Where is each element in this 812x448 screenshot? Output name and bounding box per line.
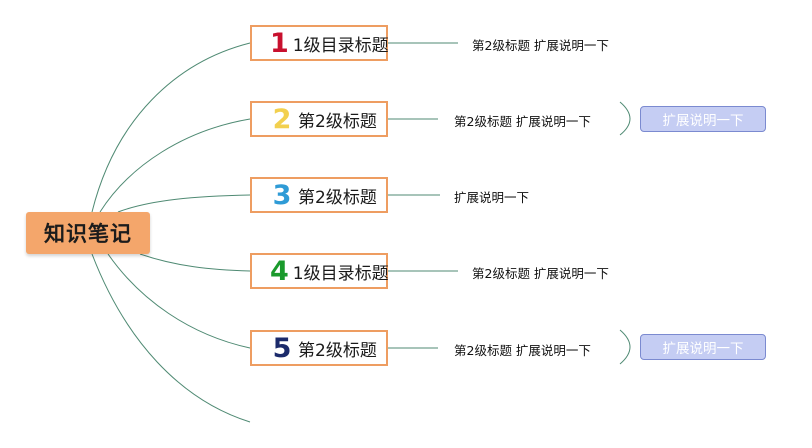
node-4[interactable]: 4 1级目录标题 (250, 253, 389, 289)
node-desc-1: 第2级标题 扩展说明一下 (472, 38, 609, 53)
node-title-1: 1级目录标题 (292, 35, 389, 56)
badge-bracket-5 (619, 329, 631, 365)
node-number-5: 5 (272, 332, 292, 364)
node-desc-5: 第2级标题 扩展说明一下 (454, 343, 591, 358)
node-title-2: 第2级标题 (298, 111, 377, 132)
node-number-1: 1 (270, 27, 289, 59)
node-badge-5[interactable]: 扩展说明一下 (640, 334, 766, 360)
node-number-2: 2 (272, 103, 292, 135)
node-title-3: 第2级标题 (298, 187, 377, 208)
node-number-3: 3 (272, 179, 292, 211)
branch-line-6 (91, 253, 251, 423)
node-2[interactable]: 2 第2级标题 (250, 101, 388, 137)
root-label: 知识笔记 (44, 222, 132, 246)
branch-line-4 (139, 253, 251, 272)
node-badge-label-5: 扩展说明一下 (662, 341, 744, 357)
branch-line-3 (117, 194, 251, 213)
node-desc-4: 第2级标题 扩展说明一下 (472, 266, 609, 281)
node-title-4: 1级目录标题 (292, 263, 389, 284)
node-1[interactable]: 1 1级目录标题 (250, 25, 389, 61)
branch-line-5 (107, 253, 251, 349)
node-desc-2: 第2级标题 扩展说明一下 (454, 114, 591, 129)
node-badge-2[interactable]: 扩展说明一下 (640, 106, 766, 132)
branch-line-1 (91, 42, 251, 213)
root-node[interactable]: 知识笔记 (26, 212, 150, 254)
node-badge-label-2: 扩展说明一下 (662, 113, 744, 129)
node-number-4: 4 (270, 255, 289, 287)
branch-line-2 (99, 118, 251, 213)
node-desc-3: 扩展说明一下 (454, 190, 530, 205)
node-5[interactable]: 5 第2级标题 (250, 330, 388, 366)
node-3[interactable]: 3 第2级标题 (250, 177, 388, 213)
badge-bracket-2 (619, 101, 631, 136)
node-title-5: 第2级标题 (298, 340, 377, 361)
